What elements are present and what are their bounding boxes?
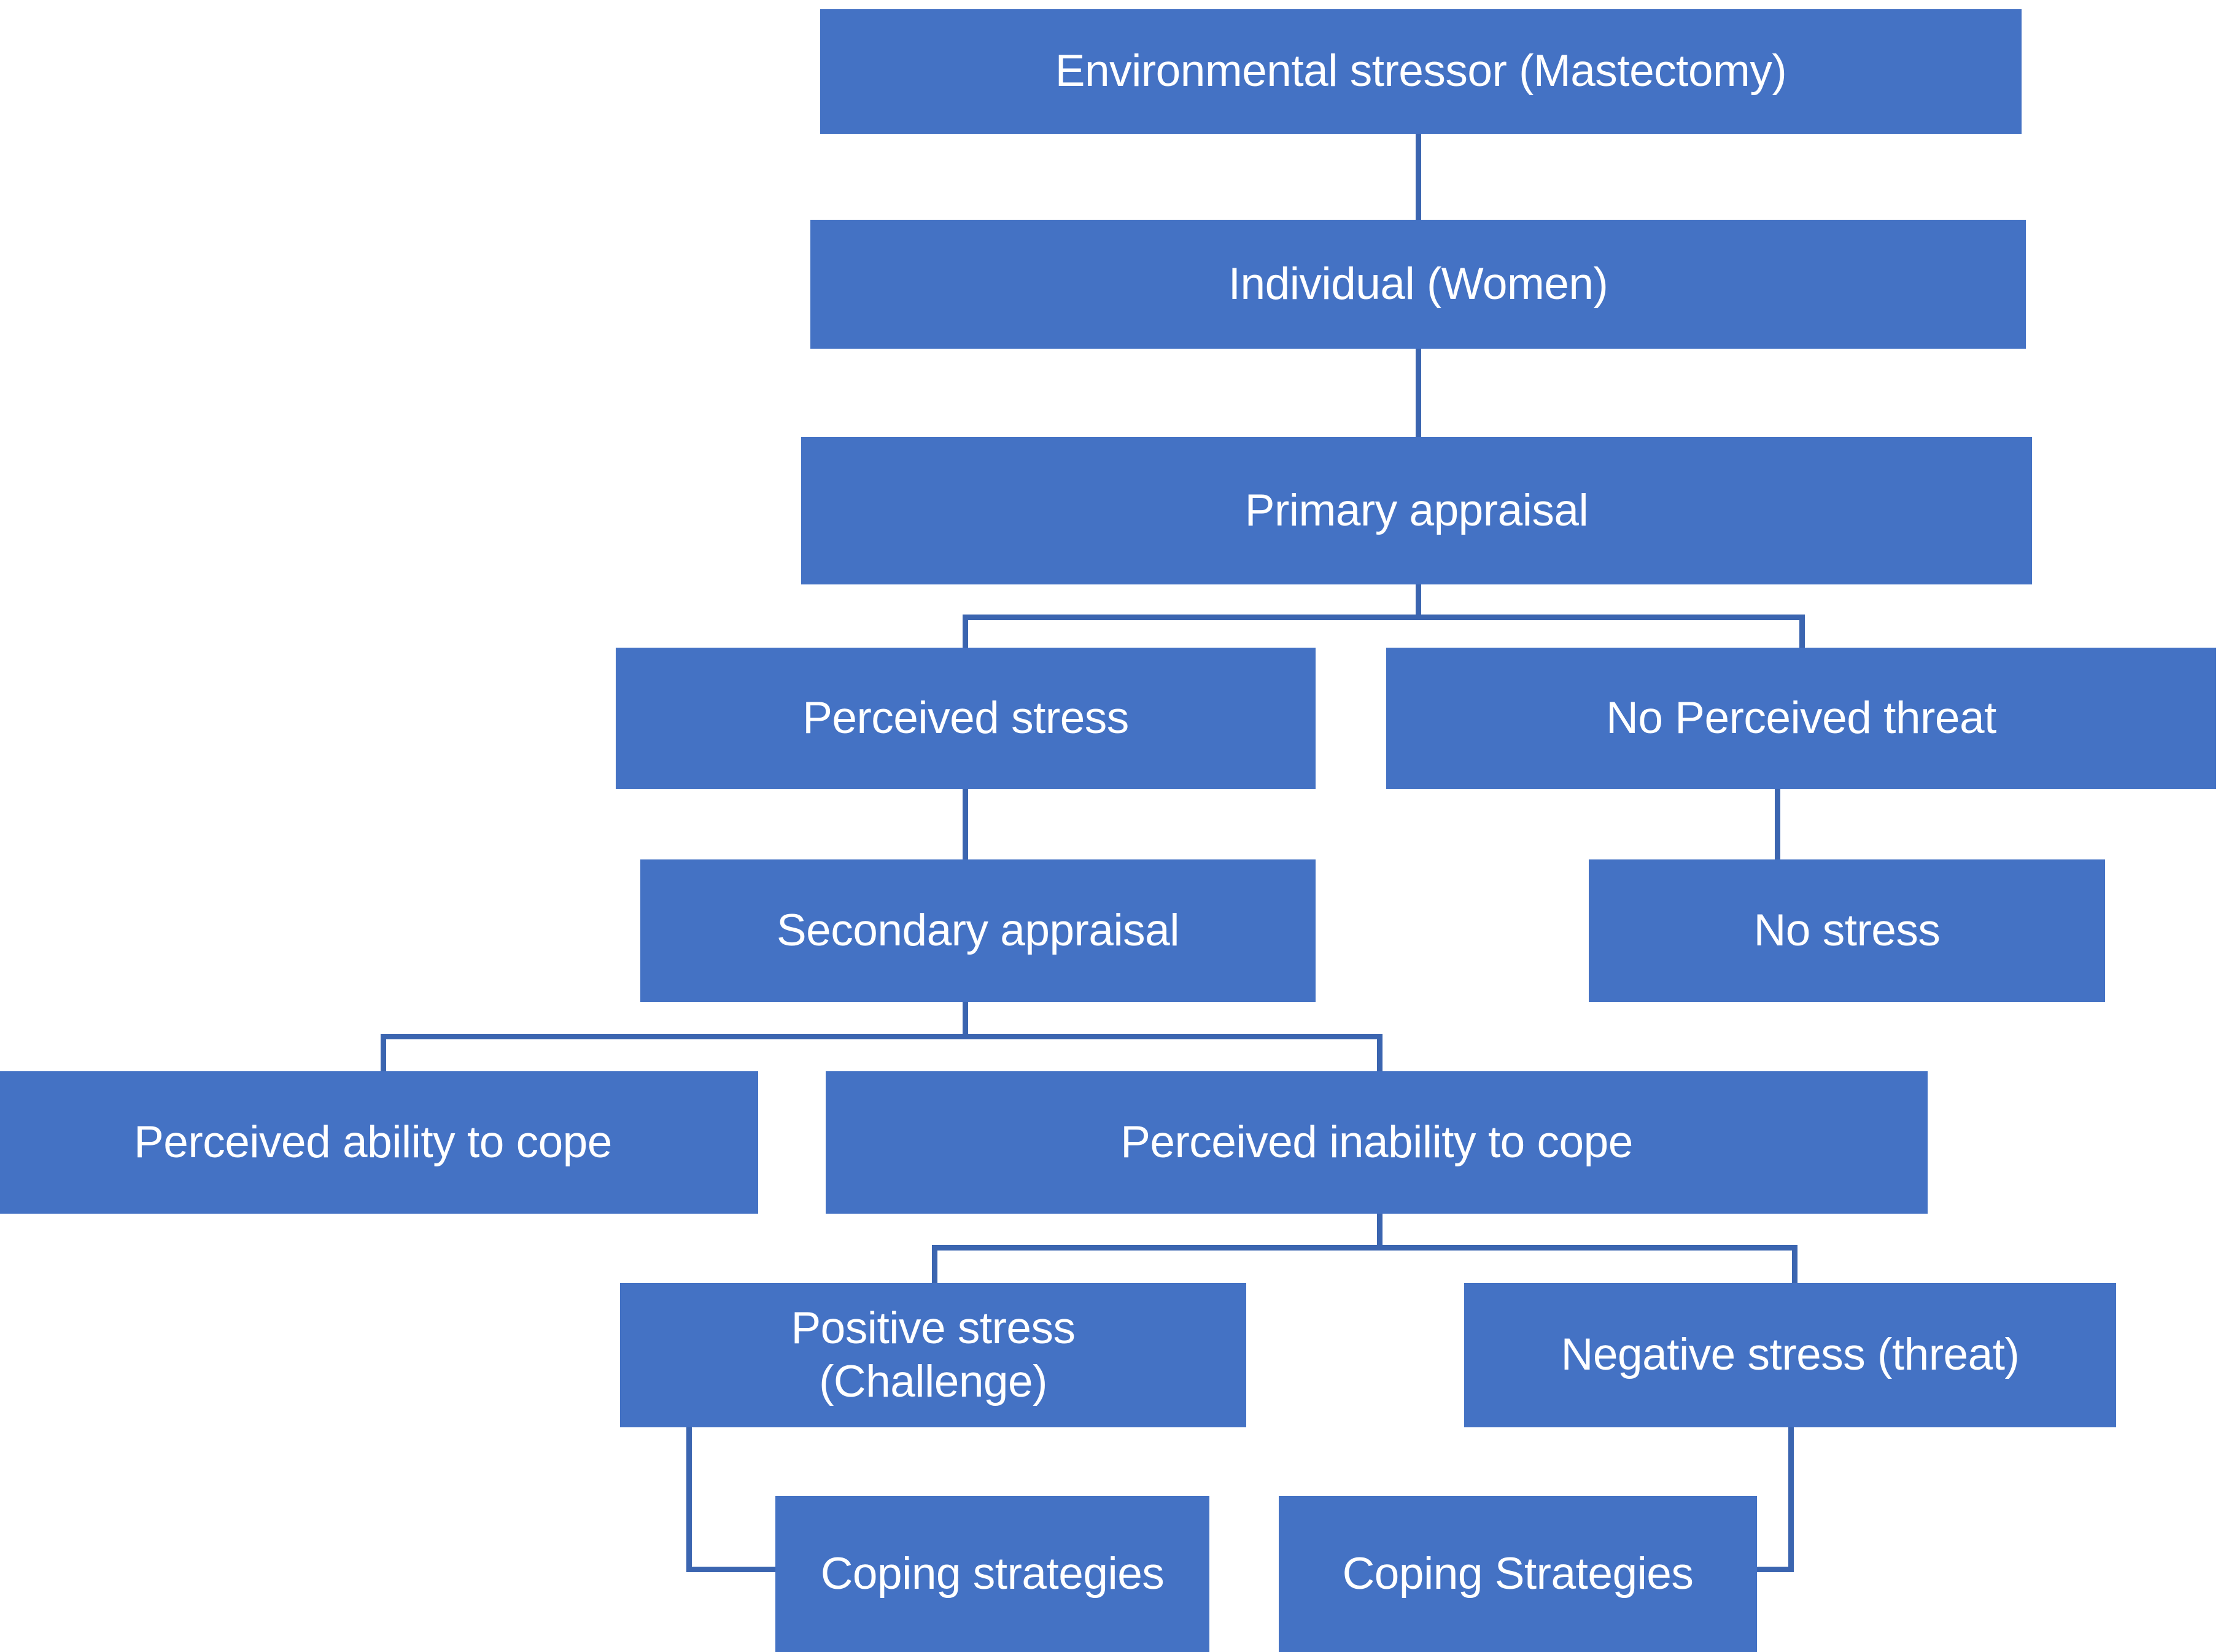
connector-stressor-to-individual: [1416, 134, 1421, 220]
connector-secondary-to-ability: [381, 1034, 386, 1071]
node-perceived-ability-to-cope[interactable]: Perceived ability to cope: [0, 1071, 758, 1214]
connector-primary-stem: [1416, 584, 1421, 618]
connector-inability-to-positive: [932, 1245, 937, 1283]
node-coping-strategies-left[interactable]: Coping strategies: [775, 1496, 1209, 1652]
connector-stress-to-secondary: [963, 789, 968, 859]
connector-secondary-bus: [381, 1034, 1383, 1039]
connector-inability-stem: [1377, 1214, 1383, 1249]
connector-primary-bus: [963, 615, 1805, 620]
connector-positive-elbow-vertical: [686, 1427, 692, 1572]
node-no-perceived-threat[interactable]: No Perceived threat: [1386, 648, 2216, 789]
node-environmental-stressor[interactable]: Environmental stressor (Mastectomy): [820, 9, 2022, 134]
connector-secondary-stem: [963, 1002, 968, 1037]
connector-positive-elbow-horizontal: [686, 1567, 778, 1572]
node-no-stress[interactable]: No stress: [1589, 859, 2105, 1002]
node-coping-strategies-right[interactable]: Coping Strategies: [1279, 1496, 1757, 1652]
connector-secondary-to-inability: [1377, 1034, 1383, 1071]
connector-primary-to-perceived-stress: [963, 615, 968, 648]
node-perceived-stress[interactable]: Perceived stress: [616, 648, 1316, 789]
connector-inability-bus: [932, 1245, 1797, 1251]
node-secondary-appraisal[interactable]: Secondary appraisal: [640, 859, 1316, 1002]
connector-individual-to-primary: [1416, 349, 1421, 437]
node-perceived-inability-to-cope[interactable]: Perceived inability to cope: [826, 1071, 1928, 1214]
node-primary-appraisal[interactable]: Primary appraisal: [801, 437, 2032, 584]
connector-inability-to-negative: [1792, 1245, 1797, 1283]
connector-primary-to-no-threat: [1799, 615, 1805, 648]
node-positive-stress-challenge[interactable]: Positive stress (Challenge): [620, 1283, 1246, 1427]
node-individual[interactable]: Individual (Women): [810, 220, 2026, 349]
node-negative-stress-threat[interactable]: Negative stress (threat): [1464, 1283, 2116, 1427]
connector-negative-elbow-horizontal: [1755, 1567, 1794, 1572]
connector-negative-elbow-vertical: [1788, 1427, 1794, 1572]
